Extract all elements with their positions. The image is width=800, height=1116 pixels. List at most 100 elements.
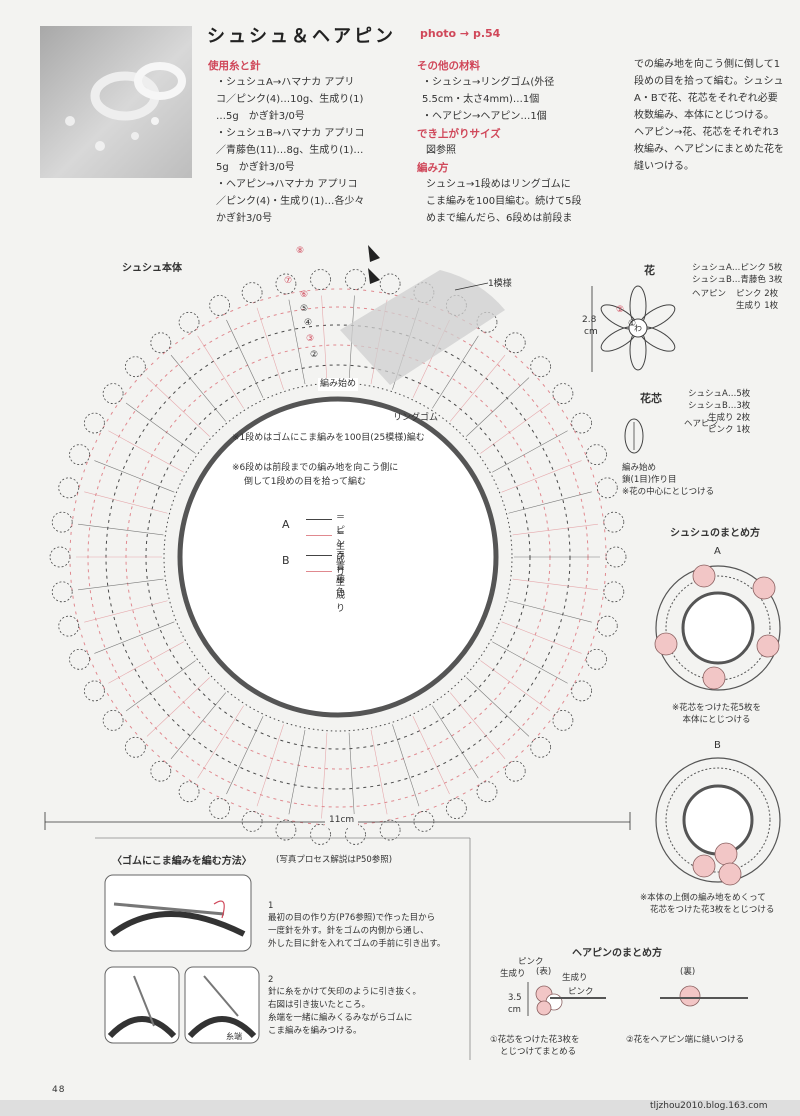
legend-a2: ＝生成り xyxy=(336,529,346,578)
chart-scallop xyxy=(209,798,231,819)
chart-scallop xyxy=(150,760,172,782)
chart-stitch-spoke xyxy=(197,335,244,409)
start-arrow-icon xyxy=(368,268,380,284)
chart-stitch-spoke xyxy=(508,491,592,514)
materials-line: コ／ピンク(4)…10g、生成り(1) xyxy=(216,94,364,105)
chart-stitch-spoke xyxy=(94,621,175,654)
chart-stitch-spoke xyxy=(108,641,184,684)
chart-scallop xyxy=(124,736,146,758)
flower-size-unit: cm xyxy=(584,327,598,337)
chart-scallop xyxy=(596,477,618,499)
other-line: ・ヘアピン→ヘアピン…1個 xyxy=(422,111,547,122)
core-counts: シュシュA…5枚 シュシュB…3枚 xyxy=(688,388,750,412)
materials-line: かぎ針3/0号 xyxy=(216,213,273,224)
chart-stitch-spoke xyxy=(432,335,479,409)
howto-step2-illustration-right xyxy=(184,966,260,1044)
chart-scallop xyxy=(83,412,105,434)
hairpin-size: 3.5 xyxy=(508,993,522,1003)
method-cont-line: 枚数編み、本体にとじつける。 xyxy=(634,110,774,121)
howto-step2-text: 針に糸をかけて矢印のように引き抜く。 右図は引き抜いたところ。 糸端を一緒に編み… xyxy=(268,986,421,1038)
chart-scallop xyxy=(530,356,552,378)
flower-count-b: シュシュB…青藤色 3枚 xyxy=(692,275,783,285)
howto-step2-line: 針に糸をかけて矢印のように引き抜く。 xyxy=(268,987,422,997)
howto-step2-line: 右図は引き抜いたところ。 xyxy=(268,1000,371,1010)
method-cont-line: 枚編み、ヘアピンにまとめた花を xyxy=(634,144,784,155)
page-title: シュシュ＆ヘアピン xyxy=(207,26,396,47)
core-title: 花芯 xyxy=(640,392,662,405)
row-number: ⑤ xyxy=(300,304,309,314)
chart-stitch-spoke xyxy=(370,729,388,815)
assembly-title: シュシュのまとめ方 xyxy=(670,528,760,539)
chart-stitch-spoke xyxy=(197,705,244,779)
materials-line: ・シュシュA→ハマナカ アプリ xyxy=(216,77,355,88)
hairpin-front-label: (表) xyxy=(536,967,552,977)
howto-reference: (写真プロセス解説はP50参照) xyxy=(276,855,393,865)
core-pin1: 生成り 2枚 xyxy=(708,413,751,423)
materials-list: ・シュシュA→ハマナカ アプリ コ／ピンク(4)…10g、生成り(1) …5g … xyxy=(216,74,406,227)
row-number: ③ xyxy=(306,334,315,344)
chart-scallop xyxy=(275,273,297,295)
legend-dark-line xyxy=(306,555,332,556)
legend-dark-line xyxy=(306,519,332,520)
chart-stitch-spoke xyxy=(449,692,506,760)
chart-scallop xyxy=(476,311,498,333)
chart-rings xyxy=(49,269,627,845)
other-line: 5.5cm・太さ4mm)…1個 xyxy=(422,94,540,105)
chart-stitch-spoke xyxy=(170,354,227,422)
materials-line: ・シュシュB→ハマナカ アプリコ xyxy=(216,128,365,139)
chart-scallop xyxy=(596,615,618,637)
other-materials-heading: その他の材料 xyxy=(417,60,480,72)
assembly-b-note-2: 花芯をつけた花3枚をとじつける xyxy=(650,905,775,915)
chart-scallop xyxy=(310,269,331,290)
chart-stitch-spoke xyxy=(78,523,164,536)
chart-stitch-spoke xyxy=(466,677,530,737)
size-text: 図参照 xyxy=(426,145,456,156)
howto-step2-line: 糸端を一緒に編みくるみながらゴムに xyxy=(268,1013,413,1023)
other-line: ・シュシュ→リングゴム(外径 xyxy=(422,77,555,88)
chart-scallop xyxy=(413,810,435,832)
hairpin-diagram xyxy=(527,982,748,1016)
hairpin-title: ヘアピンのまとめ方 xyxy=(572,948,662,959)
chart-stitch-spoke xyxy=(108,430,184,473)
legend-b-label: B xyxy=(282,554,290,567)
page-number: 48 xyxy=(52,1085,66,1095)
site-url: tljzhou2010.blog.163.com xyxy=(650,1101,768,1111)
core-note: ※花の中心にとじつける xyxy=(622,487,715,497)
chart-scallop xyxy=(504,760,526,782)
assembly-b-note: ※本体の上側の編み地をめくって 花芯をつけた花3枚をとじつける xyxy=(640,892,774,916)
method-heading: 編み方 xyxy=(417,162,449,174)
width-dimension-label: 11cm xyxy=(325,814,359,827)
ring-label: リングゴム xyxy=(393,413,439,423)
assembly-a-diagram xyxy=(654,564,781,691)
chart-stitch-spoke xyxy=(466,377,530,437)
howto-step1-number: 1 xyxy=(268,901,274,911)
chart-stitch-spoke xyxy=(146,377,210,437)
start-arrow-icon xyxy=(368,245,380,262)
method-continued: での編み地を向こう側に倒して1 段めの目を拾って編む。シュシュ A・Bで花、花芯… xyxy=(634,56,800,175)
howto-step1-illustration xyxy=(104,874,252,952)
row-number: ⑦ xyxy=(284,276,293,286)
flower-pin2: 生成り 1枚 xyxy=(736,301,779,311)
method-cont-line: ヘアピン→花、花芯をそれぞれ3 xyxy=(634,127,779,138)
howto-title: 〈ゴムにこま編みを編む方法〉 xyxy=(112,856,252,867)
chart-stitch-spoke xyxy=(256,724,284,807)
chart-scallop xyxy=(241,282,263,304)
chart-scallop xyxy=(476,781,498,803)
size-heading: でき上がりサイズ xyxy=(417,128,501,140)
legend-a1: ＝ピンク xyxy=(336,513,346,562)
materials-line: …5g かぎ針3/0号 xyxy=(216,111,305,122)
chart-stitch-spoke xyxy=(94,460,175,493)
chart-stitch-spoke xyxy=(492,641,568,684)
chart-scallop xyxy=(49,546,71,568)
assembly-a-note-1: ※花芯をつけた花5枚を xyxy=(672,703,762,713)
chart-scallop xyxy=(83,680,105,702)
materials-line: 5g かぎ針3/0号 xyxy=(216,162,295,173)
legend-pink-line xyxy=(306,571,332,572)
chart-stitch-spoke xyxy=(480,660,551,712)
flower-pin1: ピンク 2枚 xyxy=(736,289,779,299)
chart-stitch-spoke xyxy=(288,299,306,385)
core-pin2: ピンク 1枚 xyxy=(708,425,751,435)
flower-row-2: ② xyxy=(616,305,625,315)
chart-stitch-spoke xyxy=(321,732,328,819)
chart-scallop xyxy=(69,444,90,466)
